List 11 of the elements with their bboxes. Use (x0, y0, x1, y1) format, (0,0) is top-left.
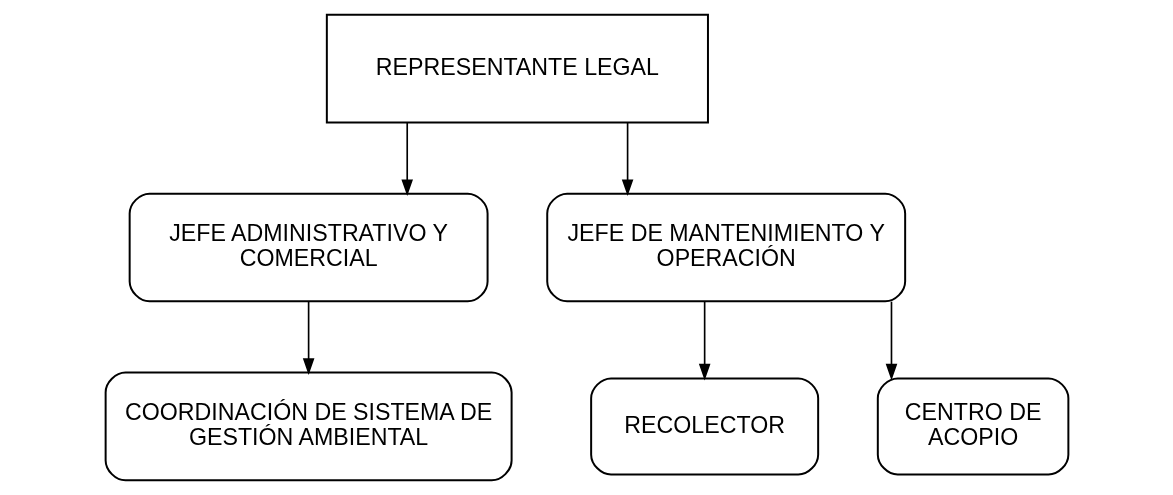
arrow (621, 121, 633, 196)
arrow (302, 300, 314, 375)
node-box: JEFE ADMINISTRATIVO Y COMERCIAL (128, 192, 489, 303)
arrow (400, 121, 413, 196)
node-box: RECOLECTOR (589, 377, 819, 476)
arrow (698, 300, 710, 381)
node-box: JEFE DE MANTENIMIENTO Y OPERACIÓN (545, 192, 906, 303)
node-box: REPRESENTANTE LEGAL (325, 13, 709, 124)
node-box: COORDINACIÓN DE SISTEMA DE GESTIÓN AMBIENTAL (104, 371, 513, 482)
node-box: CENTRO DE ACOPIO (876, 377, 1069, 476)
arrow (885, 300, 897, 381)
